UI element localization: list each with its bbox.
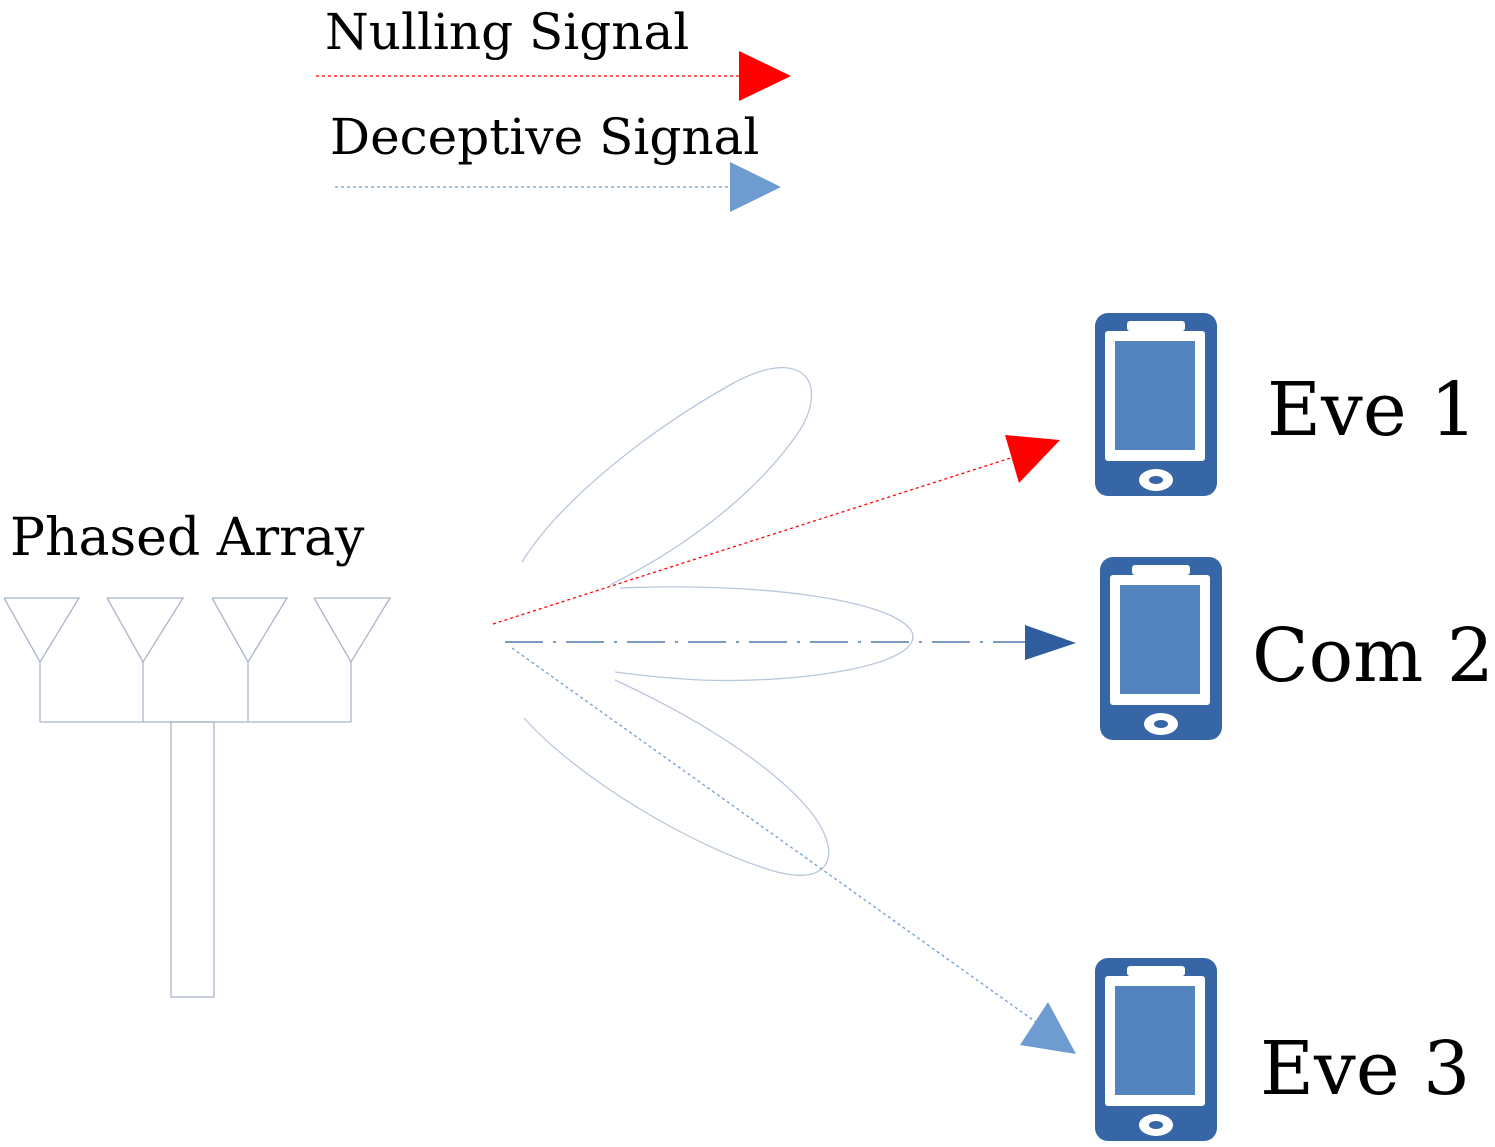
phased-array: Phased Array [3,508,392,998]
feed-network [39,662,352,998]
device-eve-1: Eve 1 [1095,313,1477,496]
legend-deceptive-arrowhead [730,162,781,212]
antenna-element-icon [313,597,392,664]
smartphone-icon [1100,557,1222,740]
beam-pattern [521,367,914,876]
deceptive-signal-to-eve-3 [511,647,1041,1026]
deceptive-signal-arrowhead [1020,1002,1076,1054]
smartphone-icon [1095,958,1217,1141]
direct-signal-arrowhead [1025,625,1076,660]
device-label-eve-1: Eve 1 [1267,367,1477,453]
legend: Nulling Signal Deceptive Signal [316,3,791,212]
antenna-element-icon [211,597,289,664]
nulling-signal-to-eve-1 [492,454,1021,625]
phased-array-label: Phased Array [10,508,365,568]
nulling-signal-arrowhead [1005,435,1060,483]
device-label-com-2: Com 2 [1252,613,1494,699]
beam-lobe-lower [523,679,830,876]
antenna-element-icon [106,597,185,664]
device-com-2: Com 2 [1100,557,1494,740]
beam-lobe-upper [521,367,813,586]
signals [492,435,1076,1054]
antenna-element-icon [3,597,81,664]
beam-lobe-center [614,586,914,682]
device-label-eve-3: Eve 3 [1260,1026,1470,1112]
legend-deceptive-label: Deceptive Signal [330,108,759,166]
legend-nulling-label: Nulling Signal [325,3,689,61]
smartphone-icon [1095,313,1217,496]
legend-nulling-arrowhead [739,51,791,101]
device-eve-3: Eve 3 [1095,958,1470,1141]
